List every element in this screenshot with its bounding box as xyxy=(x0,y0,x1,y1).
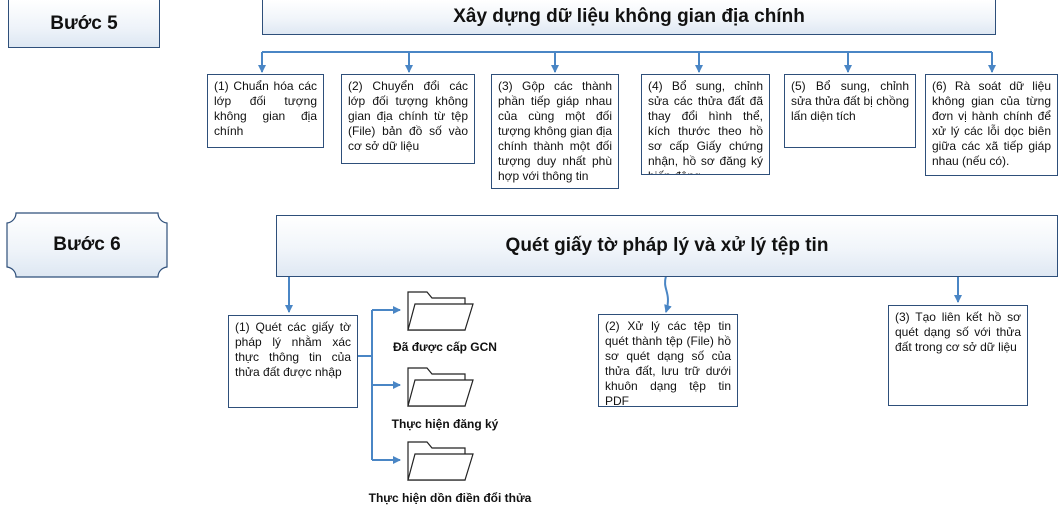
step5-item-5: (5) Bổ sung, chỉnh sửa thửa đất bị chồng… xyxy=(784,74,916,148)
step6-label-shape xyxy=(6,212,168,278)
step6-title: Quét giấy tờ pháp lý và xử lý tệp tin xyxy=(505,235,829,256)
step5-item-5-text: (5) Bổ sung, chỉnh sửa thửa đất bị chồng… xyxy=(791,79,909,123)
folder-label-1: Đã được cấp GCN xyxy=(393,340,497,354)
step6-item-3-text: (3) Tạo liên kết hồ sơ quét dạng số với … xyxy=(895,310,1021,354)
step5-title-box: Xây dựng dữ liệu không gian địa chính xyxy=(262,0,996,35)
folder-label-2: Thực hiện đăng ký xyxy=(391,417,499,431)
step5-label-box: Bước 5 xyxy=(8,0,160,48)
folder-label-3: Thực hiện dồn điền đổi thửa xyxy=(368,491,532,505)
folder-icon xyxy=(407,291,474,331)
step6-label: Bước 6 xyxy=(53,234,121,255)
step5-item-3: (3) Gộp các thành phần tiếp giáp nhau củ… xyxy=(491,74,619,189)
step5-item-1: (1) Chuẩn hóa các lớp đối tượng không gi… xyxy=(207,74,324,148)
folder-icon xyxy=(407,367,474,407)
step6-item-2: (2) Xử lý các tệp tin quét thành tệp (Fi… xyxy=(598,314,738,407)
step6-item-1: (1) Quét các giấy tờ pháp lý nhằm xác th… xyxy=(228,315,358,408)
step5-item-2-text: (2) Chuyển đổi các lớp đối tượng không g… xyxy=(348,79,468,153)
arrow-step6-2 xyxy=(664,275,672,313)
folder-icon xyxy=(407,441,474,481)
step5-title: Xây dựng dữ liệu không gian địa chính xyxy=(453,6,805,27)
step5-item-3-text: (3) Gộp các thành phần tiếp giáp nhau củ… xyxy=(498,79,612,183)
step5-item-4-text: (4) Bổ sung, chỉnh sửa các thửa đất đã t… xyxy=(648,79,763,174)
step6-title-box: Quét giấy tờ pháp lý và xử lý tệp tin xyxy=(276,215,1058,277)
step6-item-2-text: (2) Xử lý các tệp tin quét thành tệp (Fi… xyxy=(605,319,731,407)
step5-item-2: (2) Chuyển đổi các lớp đối tượng không g… xyxy=(341,74,475,164)
step6-item-3: (3) Tạo liên kết hồ sơ quét dạng số với … xyxy=(888,305,1028,406)
step5-item-6: (6) Rà soát dữ liệu không gian của từng … xyxy=(925,74,1058,176)
step6-item-1-text: (1) Quét các giấy tờ pháp lý nhằm xác th… xyxy=(235,320,351,379)
step5-item-1-text: (1) Chuẩn hóa các lớp đối tượng không gi… xyxy=(214,79,317,138)
step5-item-6-text: (6) Rà soát dữ liệu không gian của từng … xyxy=(932,79,1051,168)
step5-item-4: (4) Bổ sung, chỉnh sửa các thửa đất đã t… xyxy=(641,74,770,175)
step5-label: Bước 5 xyxy=(50,12,118,34)
